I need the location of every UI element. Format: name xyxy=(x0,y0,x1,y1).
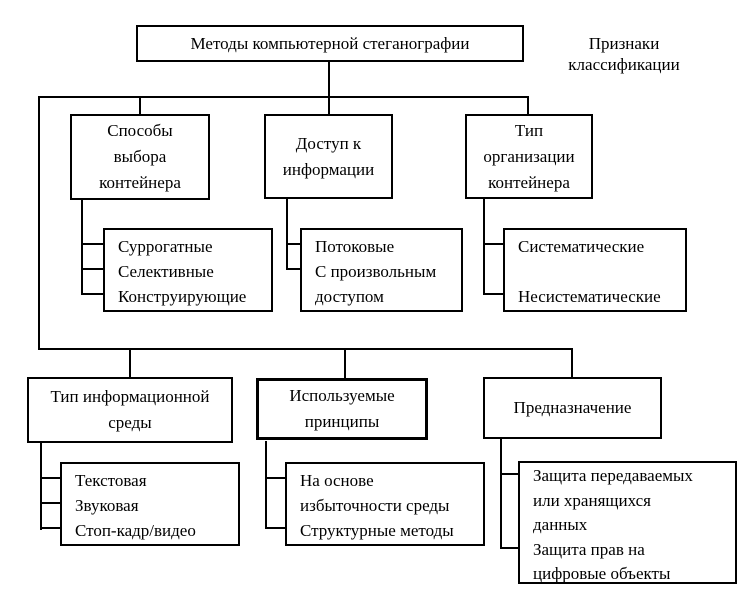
category-node-container-organization: Тип организации контейнера xyxy=(465,114,593,199)
leaf-spine-container-selection xyxy=(81,199,83,295)
category-node-information-medium-type: Тип информационной среды xyxy=(27,377,233,443)
category-label: Предназначение xyxy=(513,398,632,417)
drop-line-purpose xyxy=(571,348,573,378)
leaf-item: Селективные xyxy=(118,262,214,281)
leaf-spine-information-medium-type xyxy=(40,442,42,530)
leaf-tick xyxy=(483,243,503,245)
leaf-item: Несистематические xyxy=(518,287,661,306)
drop-line-information-medium-type xyxy=(129,348,131,378)
root-node-label: Методы компьютерной стеганографии xyxy=(190,33,470,53)
leaf-node-purpose: Защита передаваемых или хранящихся данны… xyxy=(518,461,737,584)
leaf-tick xyxy=(265,477,285,479)
leaf-node-container-selection: Суррогатные Селективные Конструирующие xyxy=(103,228,273,312)
category-node-principles-used: Используемые принципы xyxy=(256,378,428,440)
leaf-tick xyxy=(265,527,285,529)
leaf-item: Конструирующие xyxy=(118,287,247,306)
leaf-item: Защита передаваемых или хранящихся данны… xyxy=(533,466,693,534)
category-label: Способы выбора контейнера xyxy=(99,121,181,192)
leaf-tick xyxy=(40,502,60,504)
leaf-tick xyxy=(500,473,518,475)
leaf-spine-principles-used xyxy=(265,441,267,529)
leaf-tick xyxy=(286,268,300,270)
category-label: Используемые принципы xyxy=(289,386,395,431)
drop-line-container-organization xyxy=(527,96,529,115)
leaf-tick xyxy=(286,243,300,245)
leaf-spine-container-organization xyxy=(483,197,485,295)
row1-bus-line xyxy=(38,96,529,98)
drop-line-principles-used xyxy=(344,348,346,379)
leaf-node-principles-used: На основе избыточности среды Структурные… xyxy=(285,462,485,546)
leaf-item: Текстовая xyxy=(75,471,147,490)
left-spine-line xyxy=(38,96,40,350)
row2-bus-line xyxy=(38,348,573,350)
drop-line-container-selection xyxy=(139,96,141,115)
leaf-spine-information-access xyxy=(286,197,288,270)
classification-note: Признаки классификации xyxy=(568,34,680,74)
leaf-tick xyxy=(500,547,518,549)
leaf-spine-purpose xyxy=(500,439,502,549)
leaf-item: Потоковые xyxy=(315,237,395,256)
root-stem-line xyxy=(328,61,330,115)
category-label: Тип организации контейнера xyxy=(483,120,575,192)
root-node: Методы компьютерной стеганографии xyxy=(136,25,524,62)
leaf-item: Структурные методы xyxy=(300,521,454,540)
leaf-tick xyxy=(81,243,103,245)
leaf-tick xyxy=(81,293,103,295)
leaf-item: Суррогатные xyxy=(118,237,213,256)
leaf-item: Систематические xyxy=(518,237,645,256)
leaf-tick xyxy=(40,477,60,479)
leaf-node-container-organization: Систематические Несистематические xyxy=(503,228,687,312)
category-label: Доступ к информации xyxy=(282,133,375,179)
leaf-item: Звуковая xyxy=(75,496,139,515)
category-label: Тип информационной среды xyxy=(50,387,210,432)
leaf-item: Стоп-кадр/видео xyxy=(75,521,196,540)
leaf-node-information-access: Потоковые С произвольным доступом xyxy=(300,228,463,312)
leaf-node-information-medium-type: Текстовая Звуковая Стоп-кадр/видео xyxy=(60,462,240,546)
leaf-item: На основе избыточности среды xyxy=(300,471,450,515)
leaf-item: С произвольным доступом xyxy=(315,262,437,306)
leaf-tick xyxy=(81,268,103,270)
category-node-information-access: Доступ к информации xyxy=(264,114,393,199)
category-node-container-selection: Способы выбора контейнера xyxy=(70,114,210,200)
leaf-tick xyxy=(40,527,60,529)
leaf-item: Защита прав на цифровые объекты xyxy=(533,539,671,584)
category-node-purpose: Предназначение xyxy=(483,377,662,439)
leaf-tick xyxy=(483,293,503,295)
